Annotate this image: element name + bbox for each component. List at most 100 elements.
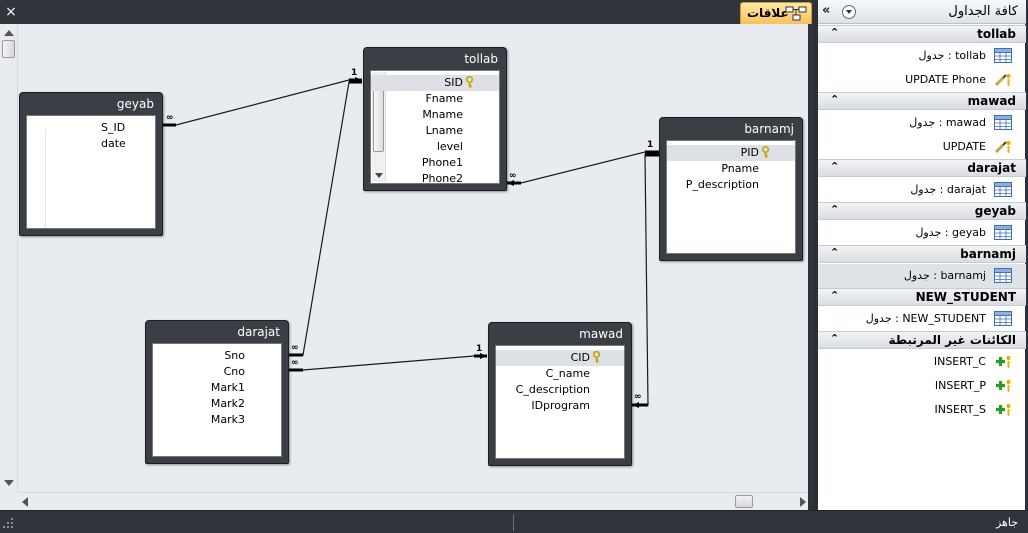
scroll-thumb[interactable]	[373, 88, 384, 152]
primary-key-field[interactable]: CID	[496, 350, 624, 366]
field-item[interactable]: Mark3	[211, 412, 245, 428]
nav-group-header[interactable]: ⌃tollab	[818, 25, 1026, 43]
update-query-icon	[994, 139, 1012, 154]
nav-group-header[interactable]: ⌃mawad	[818, 92, 1026, 110]
close-document-button[interactable]: ×	[5, 4, 17, 20]
tab-relationships[interactable]: علاقات	[740, 2, 812, 24]
collapse-pane-icon[interactable]: «	[822, 3, 831, 18]
field-item[interactable]: C_description	[516, 382, 590, 398]
scroll-thumb[interactable]	[2, 40, 15, 58]
field-item[interactable]: IDprogram	[531, 398, 590, 414]
nav-item[interactable]: UPDATE	[818, 135, 1026, 159]
collapse-group-icon[interactable]: ⌃	[830, 289, 840, 302]
collapse-group-icon[interactable]: ⌃	[830, 246, 840, 259]
table-title[interactable]: tollab	[464, 52, 498, 66]
table-title[interactable]: geyab	[116, 97, 154, 111]
scroll-down-icon[interactable]	[4, 480, 14, 486]
table-icon	[994, 311, 1012, 326]
nav-title[interactable]: كافة الجداول	[948, 4, 1018, 19]
nav-item-label: INSERT_S	[934, 403, 986, 416]
collapse-group-icon[interactable]: ⌃	[830, 160, 840, 173]
field-item[interactable]: Phone2	[422, 171, 463, 183]
table-title[interactable]: barnamj	[744, 122, 794, 136]
nav-group-header[interactable]: ⌃ الكائنات غير المرتبطة	[818, 331, 1026, 349]
nav-group-name: الكائنات غير المرتبطة	[888, 333, 1017, 347]
nav-item[interactable]: tollab : جدول	[818, 44, 1026, 68]
pane-splitter[interactable]	[813, 0, 817, 510]
table-icon	[994, 115, 1012, 130]
field-item[interactable]: Sno	[224, 348, 245, 364]
field-item[interactable]: Mark1	[211, 380, 245, 396]
update-query-icon	[994, 72, 1012, 87]
primary-key-field[interactable]: SID	[371, 75, 499, 91]
collapse-group-icon[interactable]: ⌃	[830, 93, 840, 106]
field-item[interactable]: Mname	[422, 107, 463, 123]
scroll-down-icon[interactable]	[375, 173, 383, 178]
primary-key-icon	[592, 351, 601, 363]
field-item[interactable]: Cno	[224, 364, 245, 380]
nav-item-label: NEW_STUDENT : جدول	[865, 312, 986, 325]
nav-item[interactable]: barnamj : جدول	[818, 264, 1026, 288]
vertical-scrollbar[interactable]	[0, 24, 18, 492]
field-item[interactable]: date	[101, 136, 126, 152]
nav-group-name: NEW_STUDENT	[915, 290, 1016, 304]
field-name: Mark3	[210, 413, 245, 426]
field-item[interactable]: level	[437, 139, 463, 155]
field-name: S_ID	[101, 121, 126, 134]
field-item[interactable]: Pname	[721, 161, 759, 177]
nav-item-label: tollab : جدول	[918, 49, 986, 62]
field-item[interactable]: P_description	[686, 177, 759, 193]
field-name: Pname	[721, 162, 759, 175]
field-item[interactable]: Phone1	[422, 155, 463, 171]
field-name: Mark1	[210, 381, 245, 394]
field-list-scrollbar[interactable]	[372, 72, 386, 182]
primary-key-field[interactable]: PID	[667, 145, 795, 161]
field-name: Mark2	[210, 397, 245, 410]
field-name: Lname	[425, 124, 463, 137]
horizontal-scrollbar[interactable]	[18, 492, 808, 510]
nav-group-header[interactable]: ⌃barnamj	[818, 245, 1026, 263]
nav-item[interactable]: NEW_STUDENT : جدول	[818, 307, 1026, 331]
nav-group-header[interactable]: ⌃darajat	[818, 159, 1026, 177]
nav-item-label: INSERT_C	[933, 355, 986, 368]
collapse-group-icon[interactable]: ⌃	[830, 203, 840, 216]
nav-dropdown-icon[interactable]	[842, 5, 856, 19]
nav-item[interactable]: INSERT_P	[818, 374, 1026, 398]
field-item[interactable]: S_ID	[101, 120, 125, 136]
collapse-group-icon[interactable]: ⌃	[830, 26, 840, 39]
nav-item[interactable]: darajat : جدول	[818, 178, 1026, 202]
table-icon	[994, 225, 1012, 240]
scroll-thumb-horizontal[interactable]	[735, 495, 753, 508]
scroll-left-icon[interactable]	[22, 497, 28, 507]
nav-group-header[interactable]: ⌃ NEW_STUDENT	[818, 288, 1026, 306]
nav-item-label: geyab : جدول	[915, 226, 986, 239]
scroll-right-icon[interactable]	[800, 497, 806, 507]
collapse-group-icon[interactable]: ⌃	[830, 332, 840, 345]
nav-item[interactable]: UPDATE Phone	[818, 68, 1026, 92]
table-title[interactable]: mawad	[579, 327, 623, 341]
field-item[interactable]: Mark2	[211, 396, 245, 412]
field-name: Sno	[224, 349, 245, 362]
nav-item[interactable]: INSERT_S	[818, 398, 1026, 422]
nav-item[interactable]: INSERT_C	[818, 350, 1026, 374]
nav-item[interactable]: mawad : جدول	[818, 111, 1026, 135]
append-query-icon	[994, 402, 1012, 417]
nav-group-header[interactable]: ⌃geyab	[818, 202, 1026, 220]
field-item[interactable]: Fname	[425, 91, 463, 107]
append-query-icon	[994, 354, 1012, 369]
table-title[interactable]: darajat	[237, 325, 280, 339]
field-item[interactable]: C_name	[546, 366, 590, 382]
field-name: PID	[740, 146, 759, 159]
field-item[interactable]: Lname	[426, 123, 463, 139]
nav-item[interactable]: geyab : جدول	[818, 221, 1026, 245]
field-name: IDprogram	[531, 399, 590, 412]
scroll-up-icon[interactable]	[4, 30, 14, 36]
